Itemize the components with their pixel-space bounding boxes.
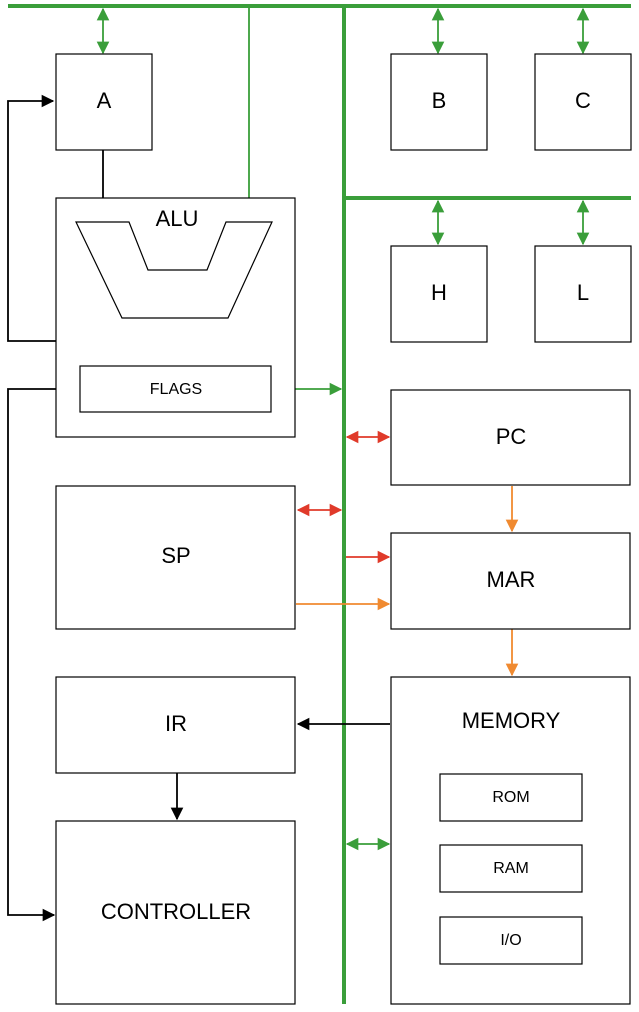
flags-register: FLAGS <box>79 365 272 413</box>
register-l: L <box>534 245 632 343</box>
alu-label: ALU <box>156 206 199 231</box>
controller-label: CONTROLLER <box>101 899 251 924</box>
register-h-label: H <box>431 280 447 305</box>
register-h: H <box>390 245 488 343</box>
pc-label: PC <box>496 424 527 449</box>
memory-label: MEMORY <box>462 708 561 733</box>
alu-symbol <box>75 221 273 319</box>
register-b-label: B <box>432 88 447 113</box>
register-a: A <box>55 53 153 151</box>
main-bus <box>8 4 631 1004</box>
ir-label: IR <box>165 711 187 736</box>
register-l-label: L <box>577 280 589 305</box>
instruction-register: IR <box>55 676 296 774</box>
ram-label: RAM <box>493 860 529 877</box>
memory-address-register: MAR <box>390 532 631 630</box>
link-flags-controller <box>7 388 79 922</box>
flags-label: FLAGS <box>150 381 202 398</box>
rom-module: ROM <box>439 773 583 822</box>
stack-pointer: SP <box>55 485 296 630</box>
register-c: C <box>534 53 632 151</box>
io-label: I/O <box>500 932 521 949</box>
register-b: B <box>390 53 488 151</box>
register-a-label: A <box>97 88 112 113</box>
mar-label: MAR <box>487 567 536 592</box>
controller: CONTROLLER <box>55 820 296 1005</box>
program-counter: PC <box>390 389 631 486</box>
memory-block: MEMORY ROM RAM I/O <box>390 676 631 1005</box>
ram-module: RAM <box>439 844 583 893</box>
register-c-label: C <box>575 88 591 113</box>
rom-label: ROM <box>492 789 529 806</box>
alu-block: ALU FLAGS <box>55 197 296 438</box>
io-module: I/O <box>439 916 583 965</box>
sp-label: SP <box>161 543 190 568</box>
